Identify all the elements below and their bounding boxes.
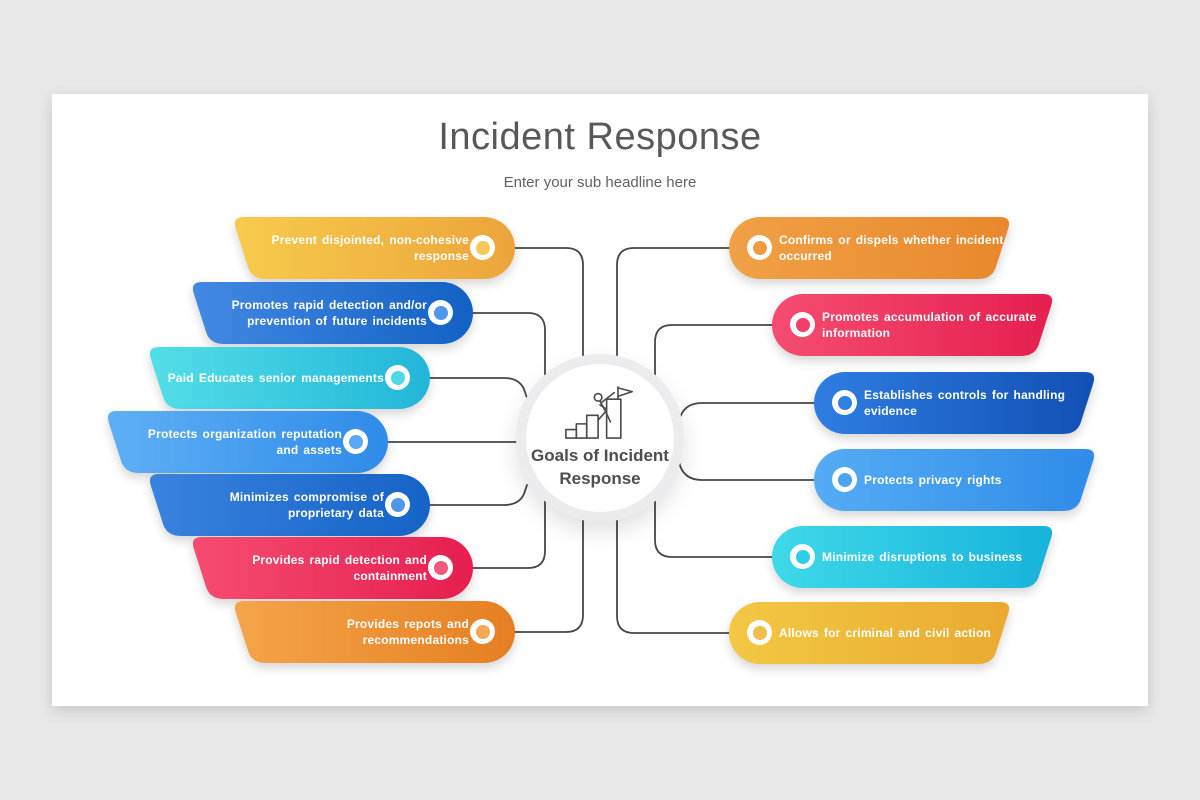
tag-label: Confirms or dispels whether incident occ… bbox=[779, 232, 1004, 263]
connector-line-right-5 bbox=[654, 495, 804, 558]
knob-dot bbox=[476, 625, 490, 639]
goal-tag-right-1: Confirms or dispels whether incident occ… bbox=[727, 217, 1012, 279]
tag-shape: Confirms or dispels whether incident occ… bbox=[727, 217, 1012, 279]
goal-tag-right-2: Promotes accumulation of accurate inform… bbox=[770, 294, 1055, 356]
tag-shape: Provides repots and recommendations bbox=[232, 601, 517, 663]
tag-label: Promotes accumulation of accurate inform… bbox=[822, 309, 1037, 340]
connector-line-left-5 bbox=[398, 484, 528, 506]
goal-tag-left-1: Prevent disjointed, non-cohesive respons… bbox=[232, 217, 517, 279]
goal-tag-left-6: Provides rapid detection and containment bbox=[190, 537, 475, 599]
goal-tag-right-3: Establishes controls for handling eviden… bbox=[812, 372, 1097, 434]
tag-label: Provides repots and recommendations bbox=[346, 616, 469, 647]
knob-dot bbox=[753, 626, 767, 640]
connector-line-right-2 bbox=[654, 324, 804, 381]
tag-shape: Promotes rapid detection and/or preventi… bbox=[190, 282, 475, 344]
connector-line-right-1 bbox=[616, 247, 761, 363]
hub-label: Goals of Incident Response bbox=[531, 446, 669, 488]
connector-knob-icon bbox=[470, 235, 495, 260]
goal-tag-left-7: Provides repots and recommendations bbox=[232, 601, 517, 663]
connector-knob-icon bbox=[747, 235, 772, 260]
knob-dot bbox=[349, 435, 363, 449]
connector-knob-icon bbox=[470, 619, 495, 644]
goal-tag-right-4: Protects privacy rights bbox=[812, 449, 1097, 511]
tag-label: Protects organization reputation and ass… bbox=[147, 426, 342, 457]
goal-tag-left-4: Protects organization reputation and ass… bbox=[105, 411, 390, 473]
connector-line-left-6 bbox=[441, 495, 546, 569]
connector-knob-icon bbox=[428, 300, 453, 325]
tag-shape: Promotes accumulation of accurate inform… bbox=[770, 294, 1055, 356]
knob-dot bbox=[753, 241, 767, 255]
goal-tag-left-5: Minimizes compromise of proprietary data bbox=[147, 474, 432, 536]
goal-tag-right-5: Minimize disruptions to business bbox=[770, 526, 1055, 588]
connector-knob-icon bbox=[832, 390, 857, 415]
knob-dot bbox=[796, 550, 810, 564]
tag-shape: Protects organization reputation and ass… bbox=[105, 411, 390, 473]
goal-tag-left-2: Promotes rapid detection and/or preventi… bbox=[190, 282, 475, 344]
connector-knob-icon bbox=[385, 492, 410, 517]
tag-label: Protects privacy rights bbox=[864, 472, 1002, 487]
knob-dot bbox=[434, 306, 448, 320]
connector-line-left-7 bbox=[483, 513, 584, 633]
tag-shape: Paid Educates senior managements bbox=[147, 347, 432, 409]
knob-dot bbox=[796, 318, 810, 332]
connector-knob-icon bbox=[790, 544, 815, 569]
tag-shape: Minimize disruptions to business bbox=[770, 526, 1055, 588]
connector-knob-icon bbox=[385, 365, 410, 390]
connector-line-left-3 bbox=[398, 377, 528, 399]
knob-dot bbox=[838, 396, 852, 410]
goal-tag-right-6: Allows for criminal and civil action bbox=[727, 602, 1012, 664]
tag-label: Minimize disruptions to business bbox=[822, 549, 1023, 564]
connector-knob-icon bbox=[832, 467, 857, 492]
tag-label: Provides rapid detection and containment bbox=[252, 552, 427, 583]
connector-line-left-2 bbox=[441, 312, 546, 381]
connector-knob-icon bbox=[790, 312, 815, 337]
tag-shape: Establishes controls for handling eviden… bbox=[812, 372, 1097, 434]
tag-label: Promotes rapid detection and/or preventi… bbox=[231, 297, 427, 328]
knob-dot bbox=[838, 473, 852, 487]
page-title: Incident Response bbox=[438, 116, 762, 158]
tag-label: Prevent disjointed, non-cohesive respons… bbox=[271, 232, 469, 263]
knob-dot bbox=[391, 498, 405, 512]
center-hub: Goals of Incident Response bbox=[516, 354, 684, 522]
connector-line-left-1 bbox=[483, 247, 584, 363]
tag-shape: Protects privacy rights bbox=[812, 449, 1097, 511]
connector-line-right-6 bbox=[616, 513, 761, 634]
knob-dot bbox=[434, 561, 448, 575]
tag-shape: Allows for criminal and civil action bbox=[727, 602, 1012, 664]
tag-label: Paid Educates senior managements bbox=[167, 370, 384, 385]
knob-dot bbox=[391, 371, 405, 385]
center-hub-inner: Goals of Incident Response bbox=[526, 364, 674, 512]
page-subtitle: Enter your sub headline here bbox=[503, 174, 697, 191]
tag-shape: Provides rapid detection and containment bbox=[190, 537, 475, 599]
tag-label: Allows for criminal and civil action bbox=[779, 625, 992, 640]
tag-label: Minimizes compromise of proprietary data bbox=[229, 489, 384, 520]
tag-label: Establishes controls for handling eviden… bbox=[864, 387, 1066, 418]
connector-knob-icon bbox=[428, 555, 453, 580]
knob-dot bbox=[476, 241, 490, 255]
achievement-climb-flag-icon bbox=[565, 386, 634, 439]
connector-knob-icon bbox=[747, 620, 772, 645]
goal-tag-left-3: Paid Educates senior managements bbox=[147, 347, 432, 409]
connector-knob-icon bbox=[343, 429, 368, 454]
tag-shape: Prevent disjointed, non-cohesive respons… bbox=[232, 217, 517, 279]
tag-shape: Minimizes compromise of proprietary data bbox=[147, 474, 432, 536]
